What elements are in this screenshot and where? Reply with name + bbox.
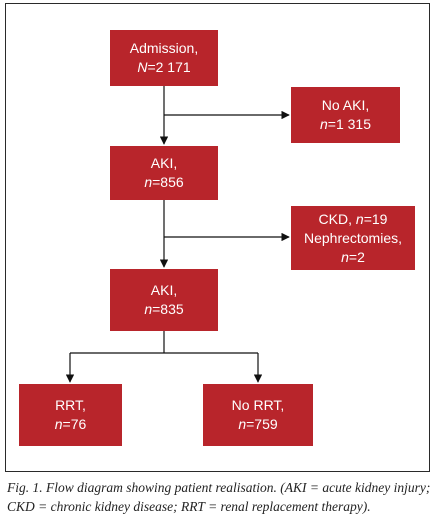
no-aki-label: No AKI, [321,97,370,113]
aki-2-count: n=835 [144,301,184,317]
no-rrt-box: No RRT, n=759 [203,384,313,446]
admission-box: Admission, N=2 171 [110,30,218,86]
admission-label: Admission, [129,40,199,56]
no-aki-box: No AKI, n=1 315 [291,87,400,143]
rrt-count: n=76 [54,416,87,432]
admission-count: N=2 171 [137,59,191,75]
no-aki-count: n=1 315 [319,116,371,132]
aki-1-label: AKI, [150,155,178,171]
rrt-box: RRT, n=76 [19,384,122,446]
aki-box-1: AKI, n=856 [110,146,218,200]
ckd-count: CKD, n=19 [318,210,388,227]
aki-box-2: AKI, n=835 [110,269,218,331]
ckd-nephrectomies-box: CKD, n=19 Nephrectomies, n=2 [291,206,415,270]
aki-1-count: n=856 [144,174,184,190]
nephrectomies-count: n=2 [341,248,365,265]
nephrectomies-label: Nephrectomies, [303,229,403,246]
aki-2-label: AKI, [150,282,178,298]
no-rrt-count: n=759 [238,416,278,432]
rrt-label: RRT, [55,397,86,413]
figure-caption: Fig. 1. Flow diagram showing patient rea… [7,480,431,514]
no-rrt-label: No RRT, [231,397,285,413]
